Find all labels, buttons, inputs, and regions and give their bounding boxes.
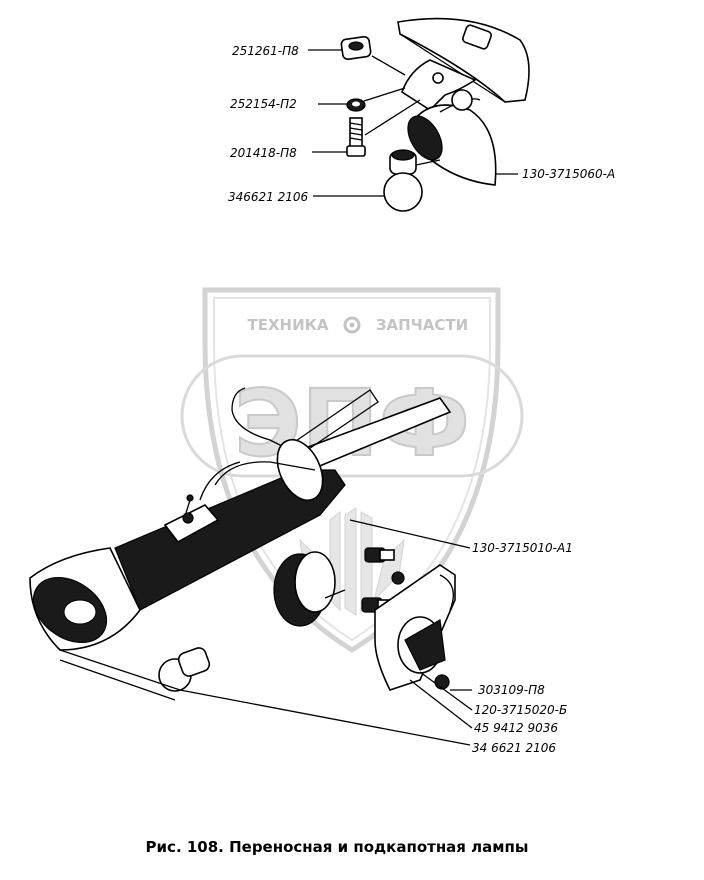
callout-120-3715020-b: 120-3715020-Б	[474, 703, 567, 717]
callout-303109-p8: 303109-П8	[478, 683, 545, 697]
watermark-top-left: ТЕХНИКА	[247, 316, 328, 334]
mounting-plate	[397, 17, 530, 103]
callout-45-9412-9036: 45 9412 9036	[474, 721, 558, 735]
gear-icon	[343, 316, 361, 334]
screw-part	[346, 117, 366, 157]
watermark: ТЕХНИКА ЗАПЧАСТИ ЭПФ	[180, 287, 524, 653]
hook-wire	[231, 387, 301, 456]
watermark-shield	[202, 287, 501, 653]
plate-nut	[462, 24, 492, 50]
spare-bulb	[158, 647, 211, 692]
callout-130-3715060-a: 130-3715060-А	[522, 167, 615, 181]
callout-346621-2106: 346621 2106	[228, 190, 309, 204]
callout-201418-p8: 201418-П8	[230, 146, 297, 160]
figure-caption: Рис. 108. Переносная и подкапотная лампы	[146, 838, 529, 856]
underhood-lamp-assembly	[308, 17, 530, 212]
portable-lamp-assembly	[29, 387, 473, 746]
callout-252154-p2: 252154-П2	[230, 97, 297, 111]
switch-clip	[163, 494, 220, 544]
bulb-part	[383, 149, 423, 212]
callout-130-3715010-a1: 130-3715010-А1	[472, 541, 573, 555]
bracket-arm	[401, 59, 477, 112]
callout-labels: 251261-П8 252154-П2 201418-П8 346621 210…	[228, 44, 615, 755]
callout-251261-p8: 251261-П8	[232, 44, 299, 58]
watermark-big-letters: ЭПФ	[234, 370, 470, 477]
watermark-top-right: ЗАПЧАСТИ	[376, 316, 468, 334]
socket-body	[273, 551, 346, 627]
callout-34-6621-2106: 34 6621 2106	[472, 741, 556, 755]
right-socket	[361, 547, 456, 691]
